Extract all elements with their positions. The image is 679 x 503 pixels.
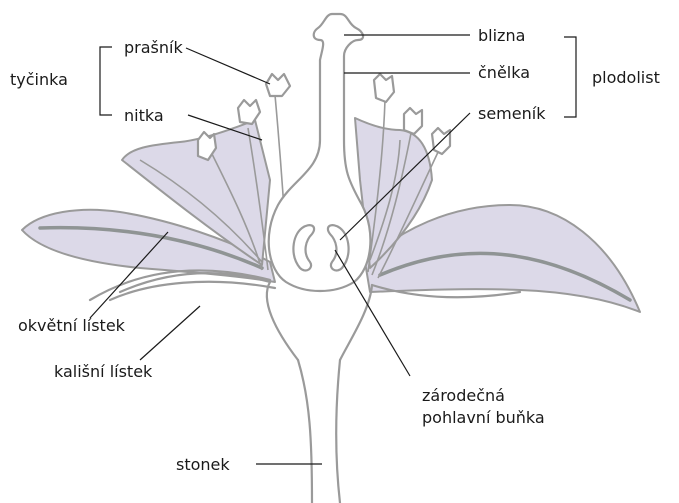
label-zarodecna-line2: pohlavní buňka	[422, 408, 545, 427]
label-semenik: semeník	[478, 104, 545, 123]
label-plodolist: plodolist	[592, 68, 660, 87]
label-kalisni-listek: kališní lístek	[54, 362, 152, 381]
label-stonek: stonek	[176, 455, 230, 474]
label-nitka: nitka	[124, 106, 164, 125]
leader-prasnik	[186, 48, 270, 84]
receptacle	[267, 282, 372, 360]
label-tycinka: tyčinka	[10, 70, 68, 89]
label-cnelka: čnělka	[478, 63, 530, 82]
pistil	[269, 14, 371, 291]
bracket-plodolist	[564, 37, 576, 117]
label-okvetni-listek: okvětní lístek	[18, 316, 125, 335]
anther	[266, 74, 290, 96]
label-blizna: blizna	[478, 26, 525, 45]
label-prasnik: prašník	[124, 38, 183, 57]
bracket-tycinka	[100, 47, 112, 115]
label-zarodecna-line1: zárodečná	[422, 386, 505, 405]
stem	[298, 360, 340, 503]
leader-kalisni	[140, 306, 200, 360]
